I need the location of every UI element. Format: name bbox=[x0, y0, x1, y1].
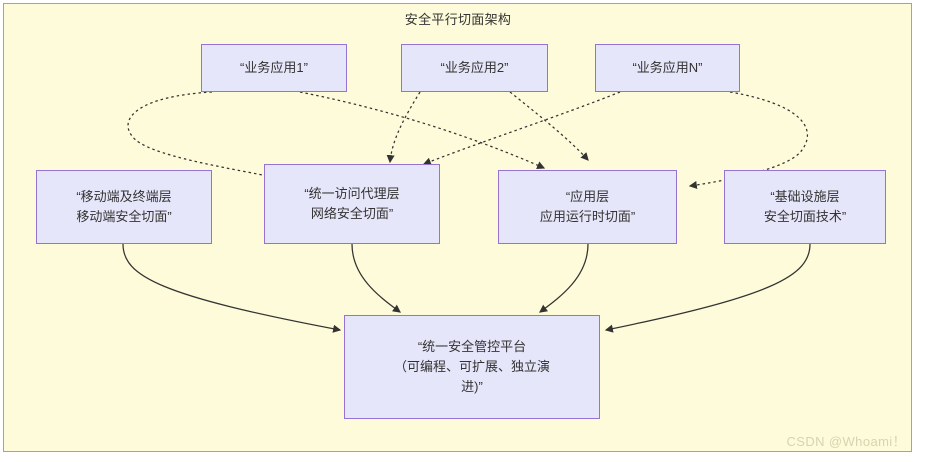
node-mobile-terminal-layer[interactable]: “移动端及终端层 移动端安全切面” bbox=[36, 170, 212, 244]
node-business-application-2[interactable]: “业务应用2” bbox=[401, 44, 548, 92]
csdn-watermark: CSDN @Whoami！ bbox=[786, 434, 906, 449]
node-business-application-n[interactable]: “业务应用N” bbox=[595, 44, 740, 92]
node-unified-security-control-platform[interactable]: “统一安全管控平台 （可编程、可扩展、独立演 进)” bbox=[344, 315, 600, 419]
node-infrastructure-layer[interactable]: “基础设施层 安全切面技术” bbox=[724, 170, 886, 244]
node-business-application-1[interactable]: “业务应用1” bbox=[201, 44, 347, 92]
node-unified-access-proxy-layer[interactable]: “统一访问代理层 网络安全切面” bbox=[264, 164, 440, 244]
diagram-title: 安全平行切面架构 bbox=[404, 12, 512, 27]
node-application-layer[interactable]: “应用层 应用运行时切面” bbox=[498, 170, 677, 244]
